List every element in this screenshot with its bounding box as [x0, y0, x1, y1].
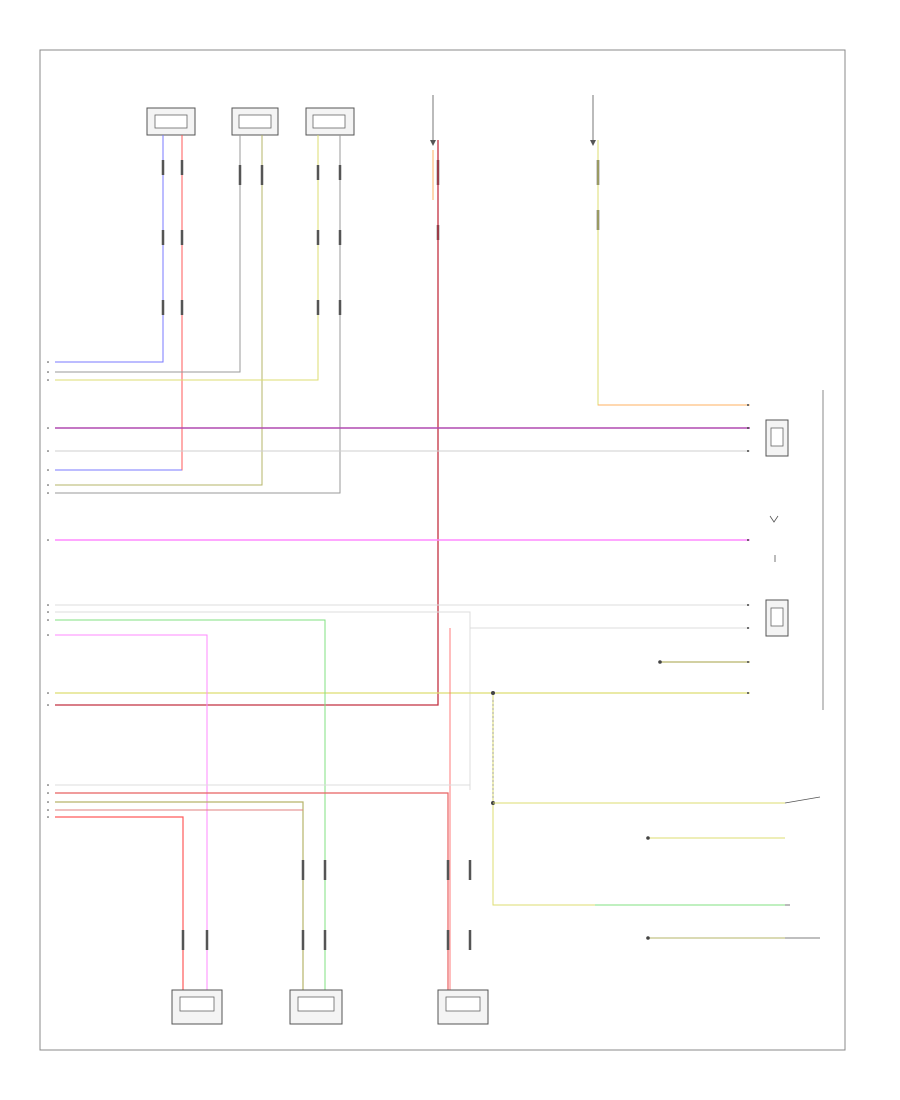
speaker-rear-left — [171, 989, 223, 1025]
wire-olive-1 — [55, 135, 263, 486]
wire-yellow-2 — [597, 140, 750, 406]
diagram-frame — [39, 49, 846, 1051]
wire-red-3 — [55, 816, 184, 990]
wire-lightgray-2 — [55, 611, 471, 790]
ground-left — [430, 95, 436, 146]
wire-red-2 — [55, 792, 449, 990]
wire-gray-2 — [55, 135, 341, 494]
wire-pink-1 — [55, 634, 208, 990]
relay-symbol — [769, 515, 779, 523]
wire-blue-1 — [55, 135, 164, 363]
wire-olive-3 — [55, 801, 304, 990]
switch-b — [765, 599, 789, 637]
switch-a — [765, 419, 789, 457]
tweeter-left — [146, 107, 196, 136]
connector-markers — [161, 160, 600, 315]
tweeter-right — [305, 107, 355, 136]
pin-column-left — [47, 361, 49, 818]
wire-yellow-3 — [492, 693, 750, 906]
ground-right — [590, 95, 596, 146]
wire-green-1 — [55, 619, 326, 990]
wire-darkred-1 — [55, 140, 439, 706]
tweeter-center — [231, 107, 279, 136]
wire-yellow-1 — [55, 135, 319, 381]
lower-connector-markers — [181, 860, 472, 950]
speaker-rear-right — [437, 989, 489, 1025]
wire-gray-1 — [55, 135, 241, 373]
pin-column-right — [747, 404, 749, 694]
speaker-rear-center — [289, 989, 343, 1025]
